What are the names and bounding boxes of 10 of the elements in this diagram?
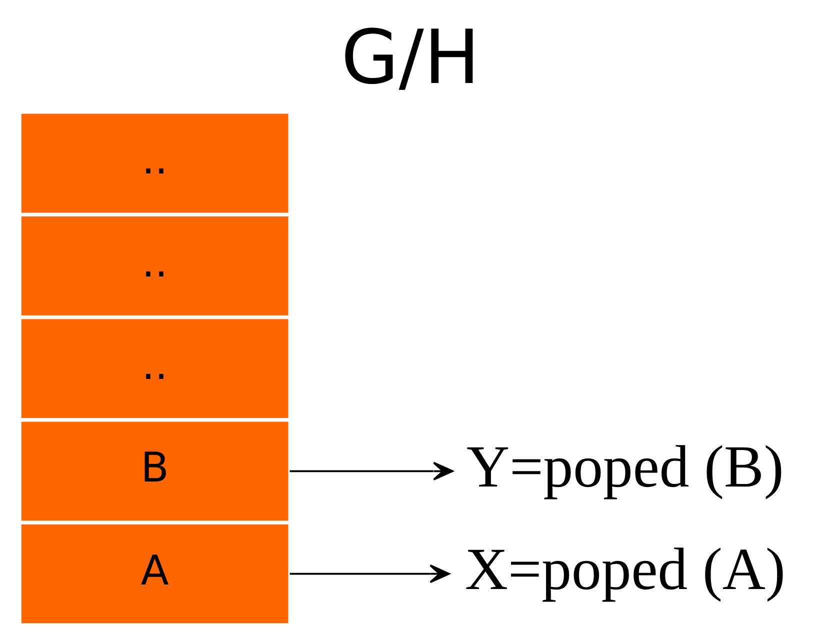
- diagram-title: G/H: [340, 14, 480, 101]
- node-box: B: [20, 420, 290, 522]
- arrow: [290, 564, 450, 584]
- node-box: A: [20, 522, 290, 626]
- node-box: ..: [20, 112, 290, 215]
- arrow: [290, 462, 454, 480]
- node-text: X=poped (A): [464, 536, 786, 602]
- node-text: Y=poped (B): [466, 433, 784, 500]
- node-box: ..: [20, 214, 290, 318]
- node-box: ..: [20, 317, 290, 420]
